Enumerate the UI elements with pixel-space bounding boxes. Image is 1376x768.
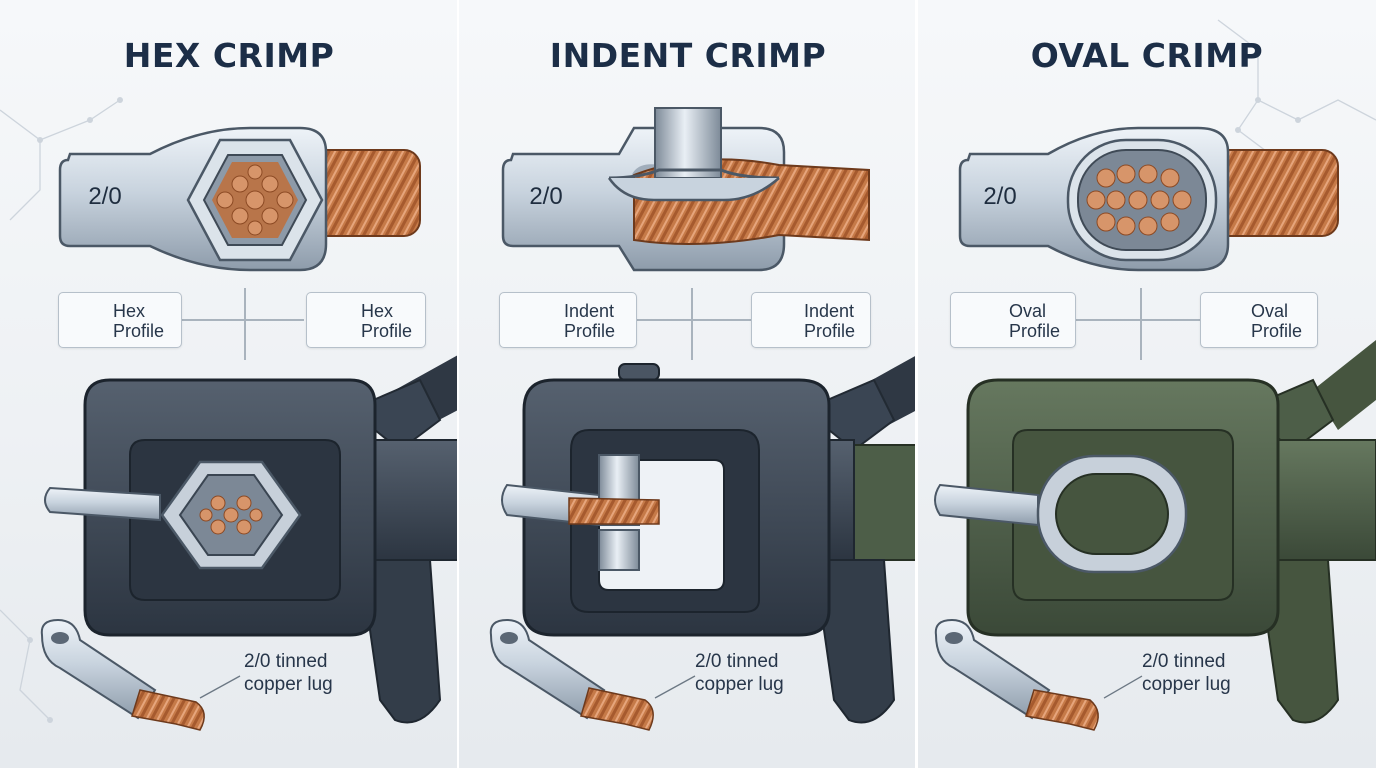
crimp-tool [501,355,917,724]
profile-word: Profile [1009,321,1061,341]
lug-callout-line1: 2/0 tinned [1142,651,1226,672]
tinned-copper-lug [934,618,1143,731]
profile-name: Indent [564,301,615,321]
profile-name: Hex [113,301,146,321]
hex-crimped-lug [58,126,421,272]
lug-callout-line1: 2/0 tinned [244,651,328,672]
profile-name: Indent [804,301,855,321]
profile-badge-left: Oval Profile [950,292,1076,348]
profile-name: Oval [1251,301,1289,321]
profile-name: Oval [1009,301,1047,321]
indent-crimp-illustration [489,107,917,731]
connector-line [691,288,693,360]
oval-crimp-panel: OVAL CRIMP 2/0 Oval Profile Oval Profile… [918,0,1376,768]
profile-badge-right: Hex Profile [306,292,426,348]
crimp-tool [44,355,458,724]
lug-callout-line2: copper lug [1142,674,1231,695]
oval-crimp-illustration [934,19,1376,731]
profile-word: Profile [1251,321,1303,341]
connector-line [1074,319,1200,321]
hex-crimp-panel: HEX CRIMP 2/0 Hex Profile Hex Profile 2/… [0,0,458,768]
profile-word: Profile [361,321,413,341]
crimp-tool [934,340,1376,724]
oval-crimped-lug [958,126,1339,272]
connector-line [244,288,246,360]
profile-word: Profile [113,321,165,341]
indent-punch [654,107,722,179]
connector-line [182,319,304,321]
profile-badge-left: Indent Profile [499,292,637,348]
lug-callout-line2: copper lug [244,674,333,695]
indent-crimped-lug [501,107,870,272]
profile-badge-right: Indent Profile [751,292,871,348]
hex-crimp-illustration [0,97,458,731]
lug-size-label: 2/0 [529,183,563,210]
panel-divider [915,0,918,768]
profile-word: Profile [804,321,856,341]
lug-callout-line1: 2/0 tinned [695,651,779,672]
panel-title: INDENT CRIMP [549,36,827,75]
tinned-copper-lug [489,618,696,731]
lug-callout: 2/0 tinned copper lug [1142,650,1231,696]
profile-badge-left: Hex Profile [58,292,182,348]
lug-callout: 2/0 tinned copper lug [695,650,784,696]
connector-line [1140,288,1142,360]
lug-size-label: 2/0 [983,183,1017,210]
lug-size-label: 2/0 [88,183,122,210]
profile-word: Profile [564,321,616,341]
lug-callout: 2/0 tinned copper lug [244,650,333,696]
tinned-copper-lug [40,618,241,731]
profile-badge-right: Oval Profile [1200,292,1318,348]
lug-callout-line2: copper lug [695,674,784,695]
panel-divider [457,0,460,768]
profile-name: Hex [361,301,394,321]
indent-crimp-panel: INDENT CRIMP 2/0 Indent Profile Indent P… [459,0,917,768]
connector-line [635,319,751,321]
panel-title: OVAL CRIMP [1030,36,1264,75]
panel-title: HEX CRIMP [123,36,335,75]
